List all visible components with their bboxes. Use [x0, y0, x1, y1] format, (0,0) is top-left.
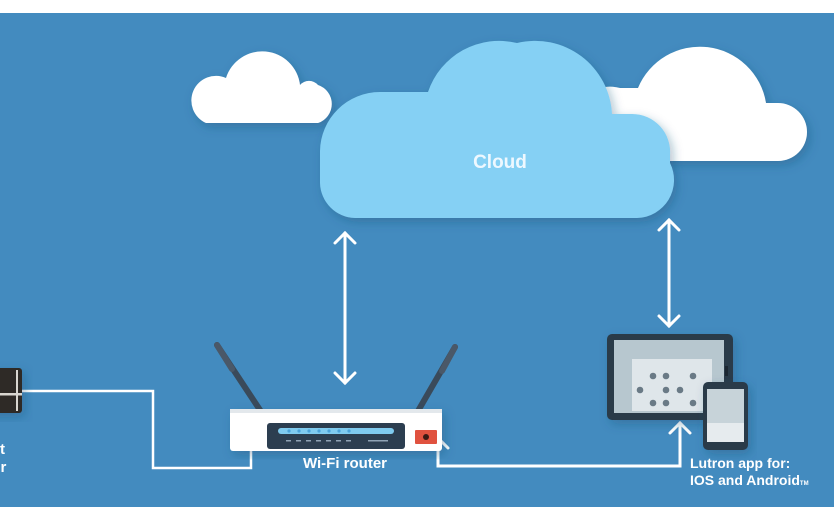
- app-router-arrow: [426, 420, 692, 468]
- small-cloud-left-icon: [191, 51, 332, 123]
- hub-label-line1: t: [0, 441, 5, 458]
- app-label-line2: IOS and AndroidTM: [690, 472, 809, 493]
- cloud-icon: [320, 40, 675, 219]
- trademark-mark: TM: [799, 481, 809, 487]
- tablet-app-buttons: [636, 372, 697, 407]
- router-label: Wi-Fi router: [302, 455, 388, 472]
- app-label-line1: Lutron app for:: [690, 455, 791, 471]
- hub-label: t nter: [0, 441, 6, 477]
- app-cloud-arrow: [657, 217, 681, 329]
- router-cloud-arrow: [333, 230, 357, 386]
- hub-router-line: [22, 389, 253, 470]
- cloud-label: Cloud: [473, 152, 527, 173]
- wifi-router-icon: [214, 342, 458, 451]
- diagram-canvas: Cloud Wi-Fi router Lutron app for: IOS a…: [0, 13, 834, 507]
- hub-label-line2: nter: [0, 459, 7, 476]
- diagram-svg: [0, 40, 807, 470]
- smart-bridge-icon: [0, 368, 22, 413]
- app-label-line2-text: IOS and Android: [690, 472, 800, 488]
- app-label: Lutron app for: IOS and AndroidTM: [690, 455, 809, 493]
